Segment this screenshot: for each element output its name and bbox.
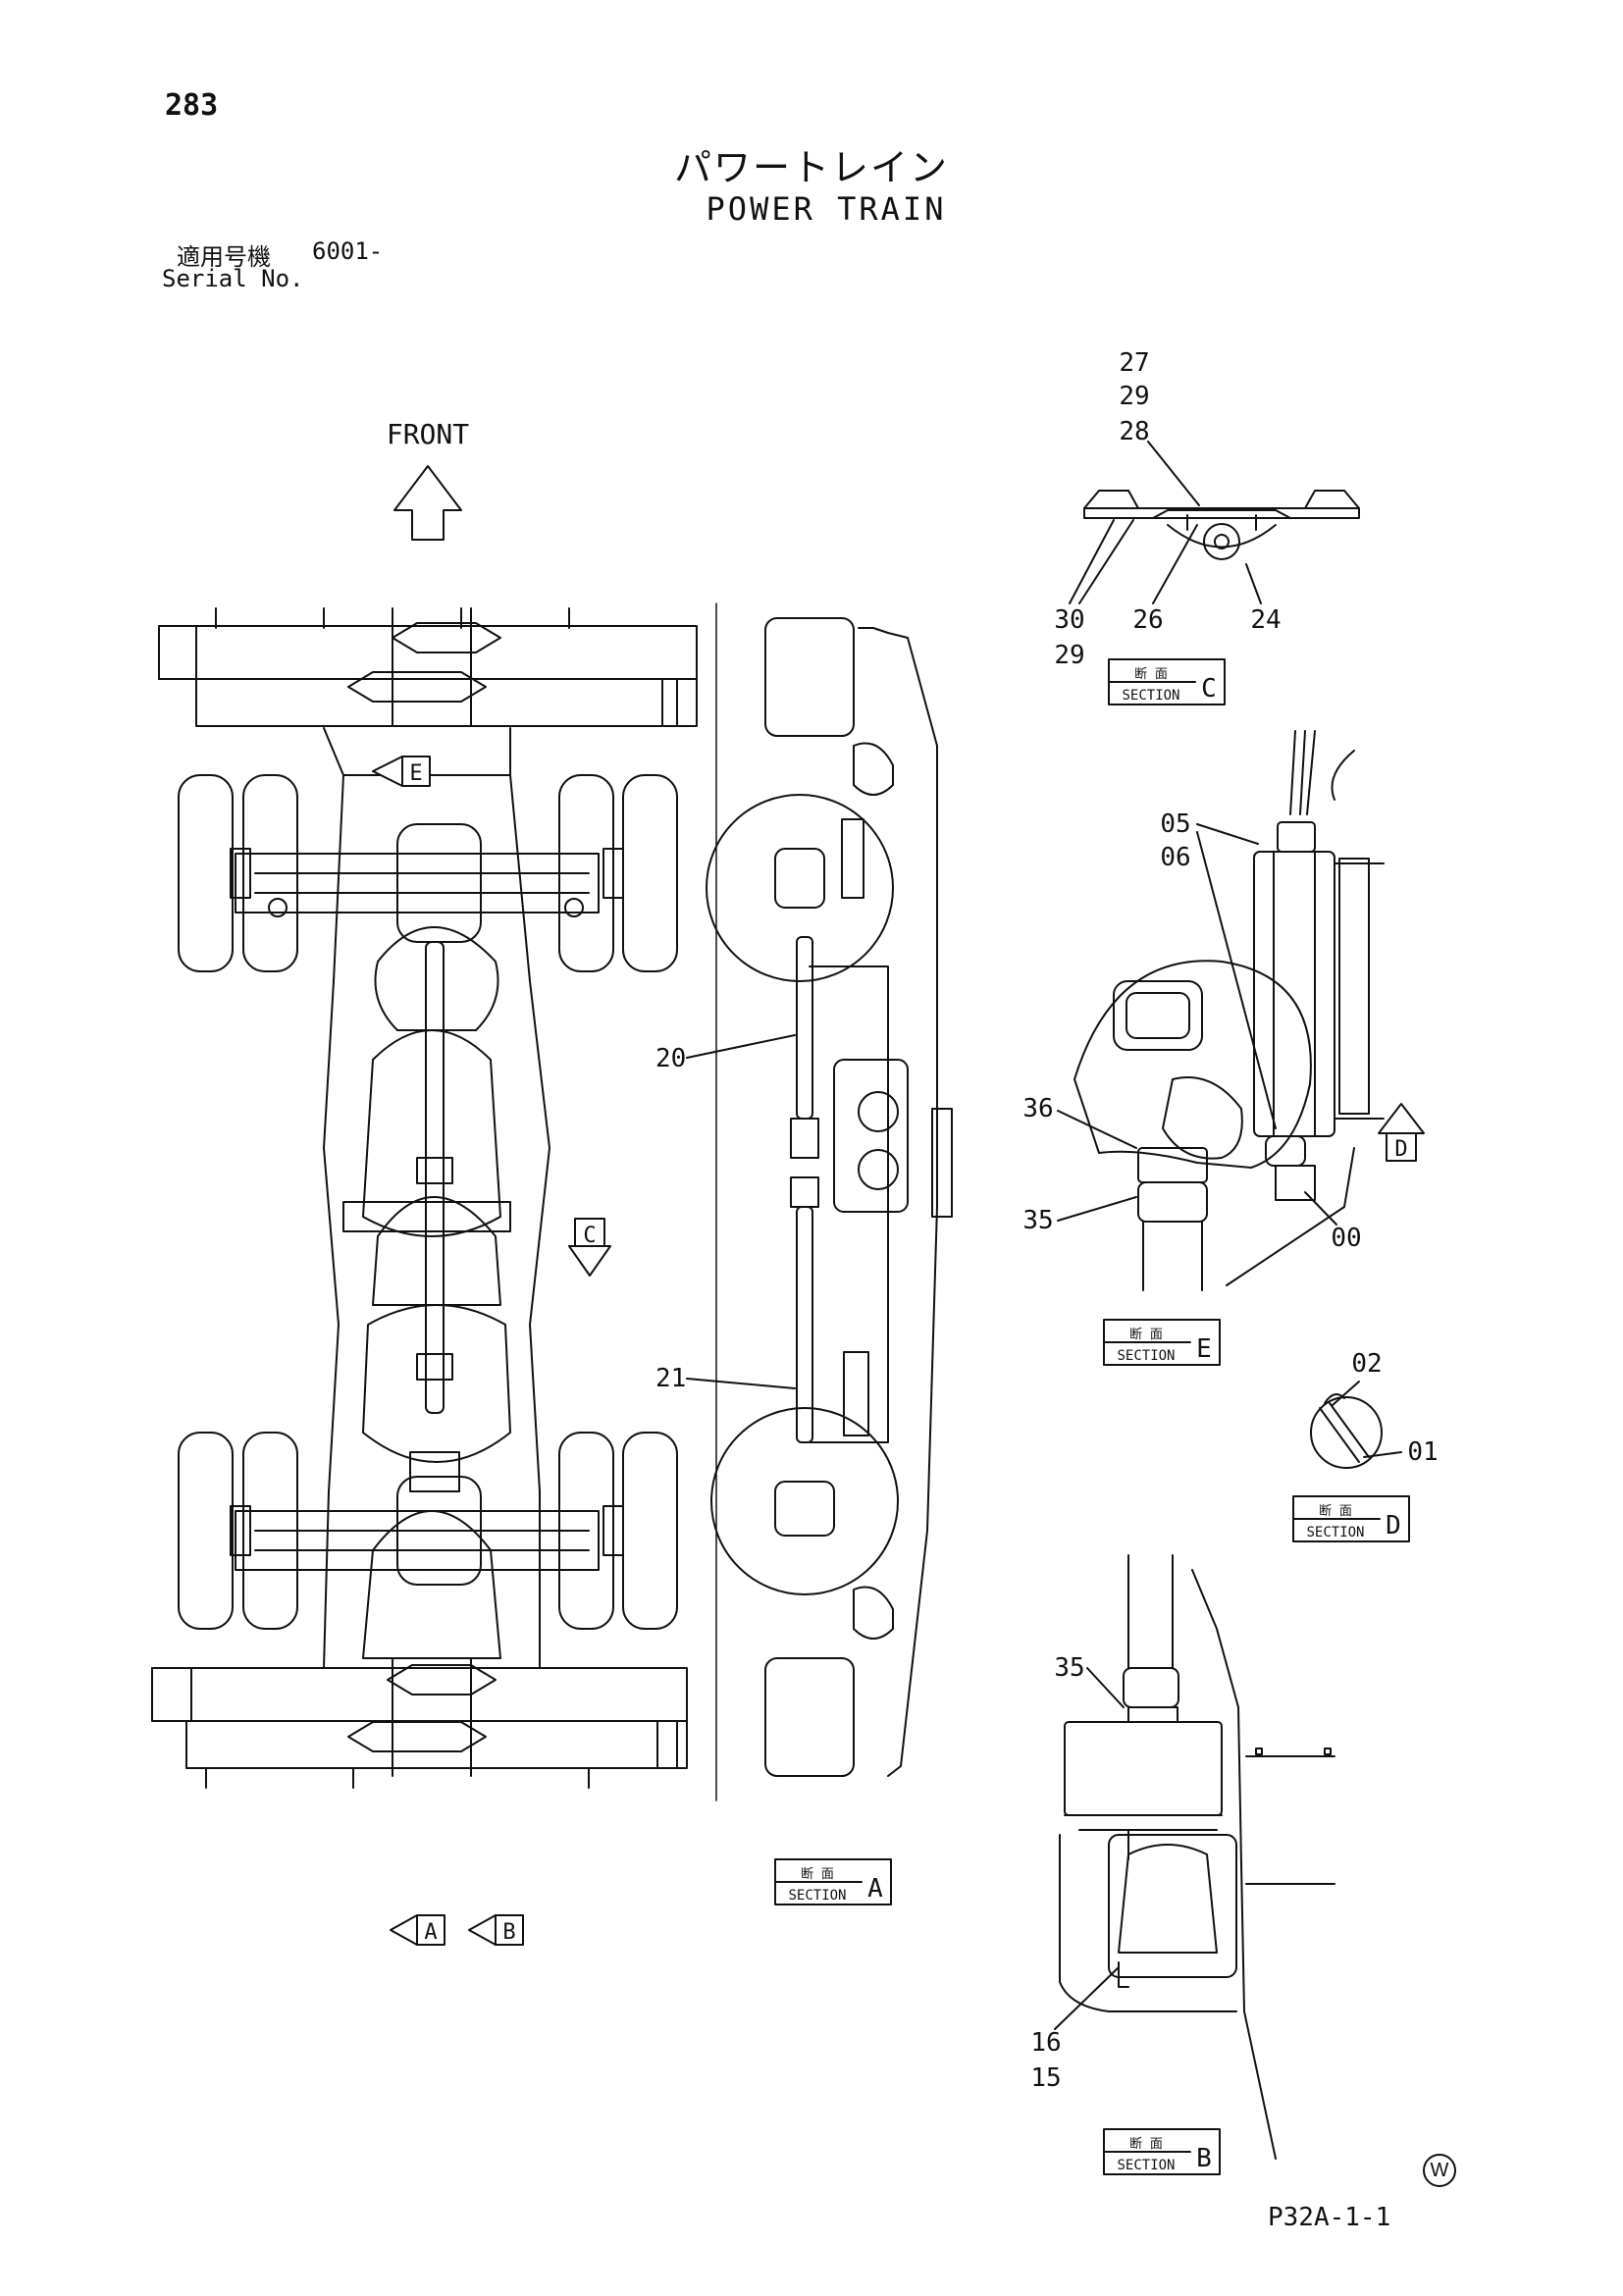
section-a-en: SECTION [788,1888,846,1904]
view-marker-e: E [372,756,431,787]
callout-00: 00 [1304,1191,1362,1253]
callout-36: 36 [1022,1094,1137,1149]
section-c-detail [1083,490,1360,560]
section-a-letter: A [867,1874,883,1904]
view-marker-c-letter: C [583,1224,596,1248]
serial-number-value: 6001- [312,237,384,265]
callout-21: 21 [655,1364,796,1393]
serial-label-english: Serial No. [162,265,304,292]
section-c-jp: 断 面 [1134,667,1168,682]
callout-21-label: 21 [655,1364,686,1393]
view-marker-a: A [390,1914,445,1946]
section-label-e: 断 面 SECTION E [1103,1319,1221,1366]
callout-27: 27 [1119,348,1149,378]
view-marker-a-letter: A [424,1920,437,1945]
section-b-letter: B [1196,2144,1212,2173]
view-marker-c: C [568,1218,611,1277]
view-marker-d-letter: D [1394,1137,1407,1162]
section-a-jp: 断 面 [801,1867,834,1882]
chassis-top-view [151,607,698,1789]
page-title-japanese: パワートレイン [673,146,949,189]
callout-24: 24 [1245,563,1282,635]
callout-29-top: 29 [1119,382,1149,411]
callout-36-label: 36 [1022,1094,1053,1123]
serial-label-japanese: 適用号機 [177,243,271,271]
view-marker-b-letter: B [502,1920,515,1945]
chassis-side-view [706,617,953,1777]
section-b-en: SECTION [1117,2158,1175,2173]
callout-30-29: 30 29 [1054,519,1134,670]
section-b-detail [1059,1554,1335,2160]
section-d-jp: 断 面 [1319,1504,1352,1519]
callout-26: 26 [1132,524,1198,635]
section-label-a: 断 面 SECTION A [774,1858,892,1905]
front-label: FRONT [387,418,469,450]
section-d-letter: D [1386,1511,1401,1540]
callout-00-label: 00 [1331,1224,1361,1253]
section-e-en: SECTION [1117,1348,1175,1364]
front-arrow-icon [393,465,462,541]
callout-06: 06 [1160,843,1190,872]
drawing-part-code: P32A-1-1 [1268,2203,1391,2232]
page-number: 283 [165,88,219,123]
section-label-d: 断 面 SECTION D [1292,1495,1410,1542]
section-label-c: 断 面 SECTION C [1108,658,1226,705]
section-e-detail [1073,730,1385,1291]
section-e-letter: E [1196,1334,1212,1364]
section-d-detail [1310,1393,1383,1469]
callout-15: 15 [1030,2063,1061,2093]
callout-02: 02 [1332,1349,1383,1406]
callout-16-15: 16 15 [1030,1966,1120,2093]
view-marker-b: B [468,1914,524,1946]
callout-02-label: 02 [1351,1349,1382,1379]
front-direction-indicator: FRONT [387,418,469,541]
page-title-english: POWER TRAIN [706,190,947,228]
callout-05-06: 05 06 [1160,809,1277,1129]
callout-35-b: 35 [1054,1653,1125,1708]
callout-16: 16 [1030,2028,1061,2058]
section-label-b: 断 面 SECTION B [1103,2128,1221,2175]
section-c-en: SECTION [1122,688,1179,704]
callout-20-label: 20 [655,1044,686,1073]
maker-mark-icon: W [1423,2154,1456,2187]
callout-35-e: 35 [1022,1196,1137,1235]
callout-01: 01 [1363,1437,1439,1467]
callout-05: 05 [1160,809,1190,839]
callout-01-label: 01 [1407,1437,1438,1467]
callout-27-29-28: 27 29 28 [1119,348,1200,506]
section-b-jp: 断 面 [1129,2137,1163,2152]
callout-24-label: 24 [1250,605,1281,635]
section-d-en: SECTION [1306,1525,1364,1540]
callout-35-e-label: 35 [1022,1206,1053,1235]
callout-29-bottom: 29 [1054,641,1084,670]
view-marker-d: D [1378,1103,1425,1162]
callout-30: 30 [1054,605,1084,635]
view-marker-e-letter: E [409,761,422,786]
callout-35-b-label: 35 [1054,1653,1084,1683]
section-c-letter: C [1201,674,1217,704]
section-e-jp: 断 面 [1129,1328,1163,1342]
callout-20: 20 [655,1034,796,1073]
callout-28: 28 [1119,417,1149,446]
callout-26-label: 26 [1132,605,1163,635]
